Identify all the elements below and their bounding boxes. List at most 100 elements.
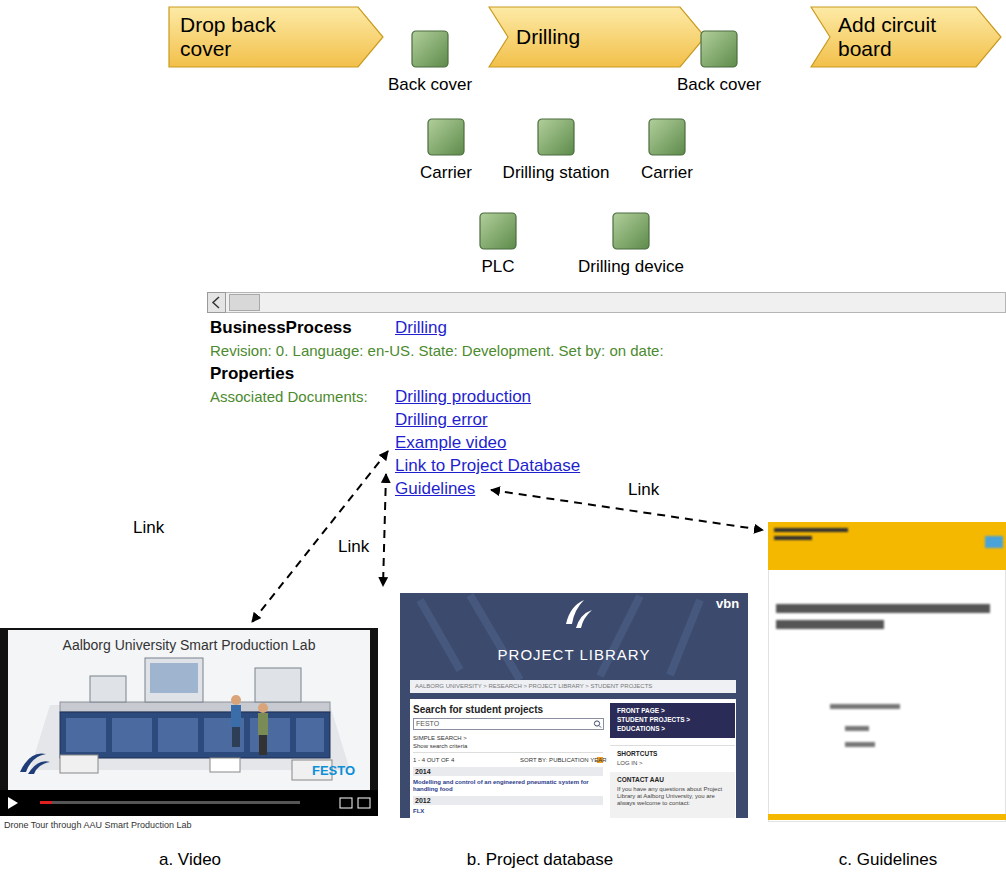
contact-heading: CONTACT AAU <box>617 776 664 783</box>
project-database-screenshot-part <box>413 767 603 776</box>
project-database-screenshot-part <box>413 796 603 805</box>
link-arrows-part <box>383 474 386 586</box>
project-database-screenshot-part <box>599 726 601 728</box>
video-screenshot-part <box>255 668 301 702</box>
document-link: Link to Project Database <box>395 456 580 476</box>
object-square: PLC <box>479 212 517 250</box>
project-database-screenshot-part <box>410 699 736 818</box>
object-square: Back cover <box>411 30 449 68</box>
process-chevron: Add circuit board <box>810 6 1002 68</box>
link-arrows-part <box>491 490 763 530</box>
menu-item: STUDENT PROJECTS > <box>617 716 690 723</box>
object-square-outline <box>427 118 465 156</box>
panel-property: Revision: 0. Language: en-US. State: Dev… <box>210 342 664 359</box>
guidelines-screenshot-part <box>769 523 1006 822</box>
guidelines-screenshot-part <box>774 528 990 747</box>
chevron-shape <box>811 7 1001 67</box>
panel-scrollbar-part <box>213 297 219 308</box>
panel-scrollbar-part <box>230 295 260 311</box>
panel-scrollbar-part <box>208 293 226 313</box>
process-text: Drilling <box>516 25 580 49</box>
year-heading: 2014 <box>415 768 431 776</box>
search-option: SIMPLE SEARCH > <box>413 735 467 742</box>
video-screenshot-part <box>258 703 268 713</box>
document-link: Example video <box>395 433 507 453</box>
object-label: PLC <box>481 257 514 277</box>
project-database-screenshot-part <box>420 595 700 680</box>
video-screenshot-part <box>0 628 378 816</box>
project-database-screenshot-part <box>610 703 735 738</box>
site-logo: vbn <box>716 597 739 612</box>
link-label: Link <box>628 480 659 500</box>
process-chevron: Drilling <box>488 6 706 68</box>
project-database-screenshot-part <box>410 680 736 693</box>
result-count: 1 - 4 OUT OF 4 <box>413 757 454 764</box>
guidelines-screenshot-part-part <box>776 604 990 613</box>
project-database-screenshot-part <box>400 593 748 818</box>
video-screenshot-part <box>158 718 198 752</box>
guidelines-screenshot-part-part <box>774 528 848 532</box>
object-square-outline <box>648 118 686 156</box>
guidelines-screenshot-part-part <box>776 620 884 629</box>
video-screenshot-part <box>296 718 324 752</box>
project-database-screenshot-part <box>594 721 599 726</box>
link-arrows <box>252 451 763 622</box>
project-database-screenshot-part <box>414 719 604 730</box>
video-screenshot-part <box>112 718 152 752</box>
figure-caption: a. Video <box>159 850 221 870</box>
video-screenshot <box>0 628 378 816</box>
document-link: Drilling production <box>395 387 531 407</box>
guidelines-screenshot-part <box>768 522 1006 570</box>
object-square-shape <box>428 119 464 155</box>
video-caption: Drone Tour through AAU Smart Production … <box>4 820 191 830</box>
object-square-shape <box>412 31 448 67</box>
figure-caption: c. Guidelines <box>839 850 937 870</box>
search-value: FESTO <box>416 720 439 728</box>
guidelines-screenshot-part <box>768 814 1006 820</box>
guidelines-screenshot-part-part <box>830 704 900 709</box>
video-title: Aalborg University Smart Production Lab <box>63 637 316 653</box>
figure-caption: b. Project database <box>467 850 613 870</box>
document-link: Guidelines <box>395 479 475 499</box>
search-option: Show search criteria <box>413 743 467 750</box>
breadcrumb: AALBORG UNIVERSITY > RESEARCH > PROJECT … <box>415 683 652 690</box>
video-screenshot-part <box>231 695 241 705</box>
menu-heading: SHORTCUTS <box>617 750 657 757</box>
video-screenshot-part <box>258 713 268 735</box>
video-screenshot-part <box>0 790 378 816</box>
video-screenshot-part <box>259 735 267 755</box>
panel-heading: Properties <box>210 364 294 384</box>
chevron-shape <box>169 7 383 67</box>
object-square: Carrier <box>427 118 465 156</box>
object-square-shape <box>701 31 737 67</box>
panel-property: Associated Documents: <box>210 388 368 405</box>
video-screenshot-part <box>8 630 370 790</box>
link-label: Link <box>133 518 164 538</box>
document-link: Drilling <box>395 318 447 338</box>
video-screenshot-part <box>340 798 352 808</box>
site-heading: PROJECT LIBRARY <box>498 646 651 663</box>
guidelines-screenshot-part <box>985 536 1003 548</box>
guidelines-screenshot <box>768 522 1006 822</box>
document-link: Drilling error <box>395 410 488 430</box>
object-square: Carrier <box>648 118 686 156</box>
project-database-screenshot <box>400 593 748 818</box>
object-square-shape <box>613 213 649 249</box>
object-square-shape <box>480 213 516 249</box>
object-square-shape <box>538 119 574 155</box>
video-screenshot-part <box>60 712 330 758</box>
object-square-outline <box>612 212 650 250</box>
video-screenshot-part <box>358 798 370 808</box>
process-text: Add circuit board <box>838 13 956 61</box>
video-screenshot-part <box>231 705 241 727</box>
contact-text: If you have any questions about Project … <box>617 786 729 807</box>
search-heading: Search for student projects <box>413 704 543 716</box>
properties-panel: BusinessProcessDrillingRevision: 0. Lang… <box>207 292 1006 525</box>
video-screenshot-part <box>90 676 126 702</box>
project-database-screenshot-part <box>610 772 735 818</box>
guidelines-screenshot-part-part <box>774 536 812 540</box>
process-text: Drop back cover <box>180 13 298 61</box>
object-square-shape <box>649 119 685 155</box>
video-screenshot-part <box>8 797 18 809</box>
